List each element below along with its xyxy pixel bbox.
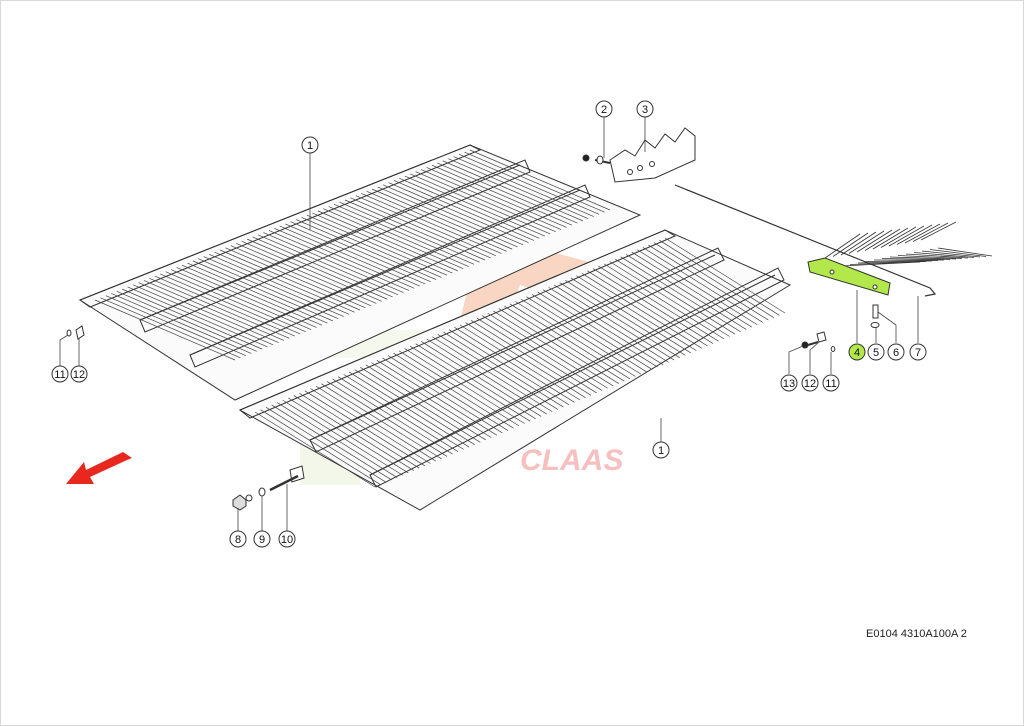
callout-number: 1 — [307, 140, 313, 152]
callout-c1b: 1 — [652, 441, 670, 459]
highlighted-strip-part-4 — [807, 257, 891, 296]
callout-circle — [887, 343, 905, 361]
callout-number: 12 — [804, 378, 816, 390]
direction-arrow — [66, 452, 132, 484]
rail-part-7 — [674, 184, 937, 297]
callout-number: 11 — [825, 378, 836, 390]
hardware-bottom — [232, 465, 305, 511]
watermark-brand-text: CLAAS — [520, 444, 623, 477]
callout-circle — [801, 374, 819, 392]
callout-circle — [70, 365, 88, 383]
callout-circle — [909, 343, 927, 361]
callout-circle — [51, 365, 69, 383]
callout-number: 8 — [235, 534, 241, 546]
callout-circle — [780, 374, 798, 392]
callout-circle — [636, 100, 654, 118]
lamellae-right — [254, 237, 786, 488]
callout-circle — [867, 343, 885, 361]
serrated-bracket — [609, 127, 696, 183]
callout-circle — [229, 530, 247, 548]
callout-c1a: 1 — [301, 136, 319, 154]
callout-number: 5 — [873, 347, 879, 359]
reference-code: E0104 4310A100A 2 — [866, 628, 967, 640]
callout-c12b: 12 — [801, 374, 819, 392]
callout-circle — [848, 343, 866, 361]
callout-c11a: 11 — [51, 365, 69, 383]
callout-number: 2 — [601, 104, 607, 116]
callout-number: 9 — [259, 534, 265, 546]
callout-c4: 4 — [848, 343, 866, 361]
callout-number: 3 — [642, 104, 648, 116]
leader-lines — [59, 117, 919, 531]
callout-circle — [253, 530, 271, 548]
callout-circle — [595, 100, 613, 118]
hardware-left — [66, 325, 85, 340]
callout-c3: 3 — [636, 100, 654, 118]
callout-number: 12 — [73, 369, 85, 381]
callout-number: 10 — [281, 534, 293, 546]
callout-circle — [822, 374, 840, 392]
callout-c9: 9 — [253, 530, 271, 548]
hardware-right — [801, 304, 880, 352]
callout-circle — [278, 530, 296, 548]
callout-c8: 8 — [229, 530, 247, 548]
lamellae-left — [94, 149, 611, 361]
callout-number: 4 — [854, 347, 860, 359]
callout-c6: 6 — [887, 343, 905, 361]
callout-c7: 7 — [909, 343, 927, 361]
callout-number: 11 — [54, 369, 65, 381]
callout-c5: 5 — [867, 343, 885, 361]
bolt-part-2 — [582, 154, 611, 165]
callout-circle — [301, 136, 319, 154]
callout-number: 13 — [783, 378, 795, 390]
callout-number: 6 — [893, 347, 899, 359]
callout-c12a: 12 — [70, 365, 88, 383]
callout-c2: 2 — [595, 100, 613, 118]
callout-c10: 10 — [278, 530, 296, 548]
callout-number: 1 — [658, 445, 664, 457]
callout-c11b: 11 — [822, 374, 840, 392]
callout-c13: 13 — [780, 374, 798, 392]
callout-number: 7 — [915, 347, 921, 359]
finger-comb — [824, 221, 993, 267]
callout-circle — [652, 441, 670, 459]
